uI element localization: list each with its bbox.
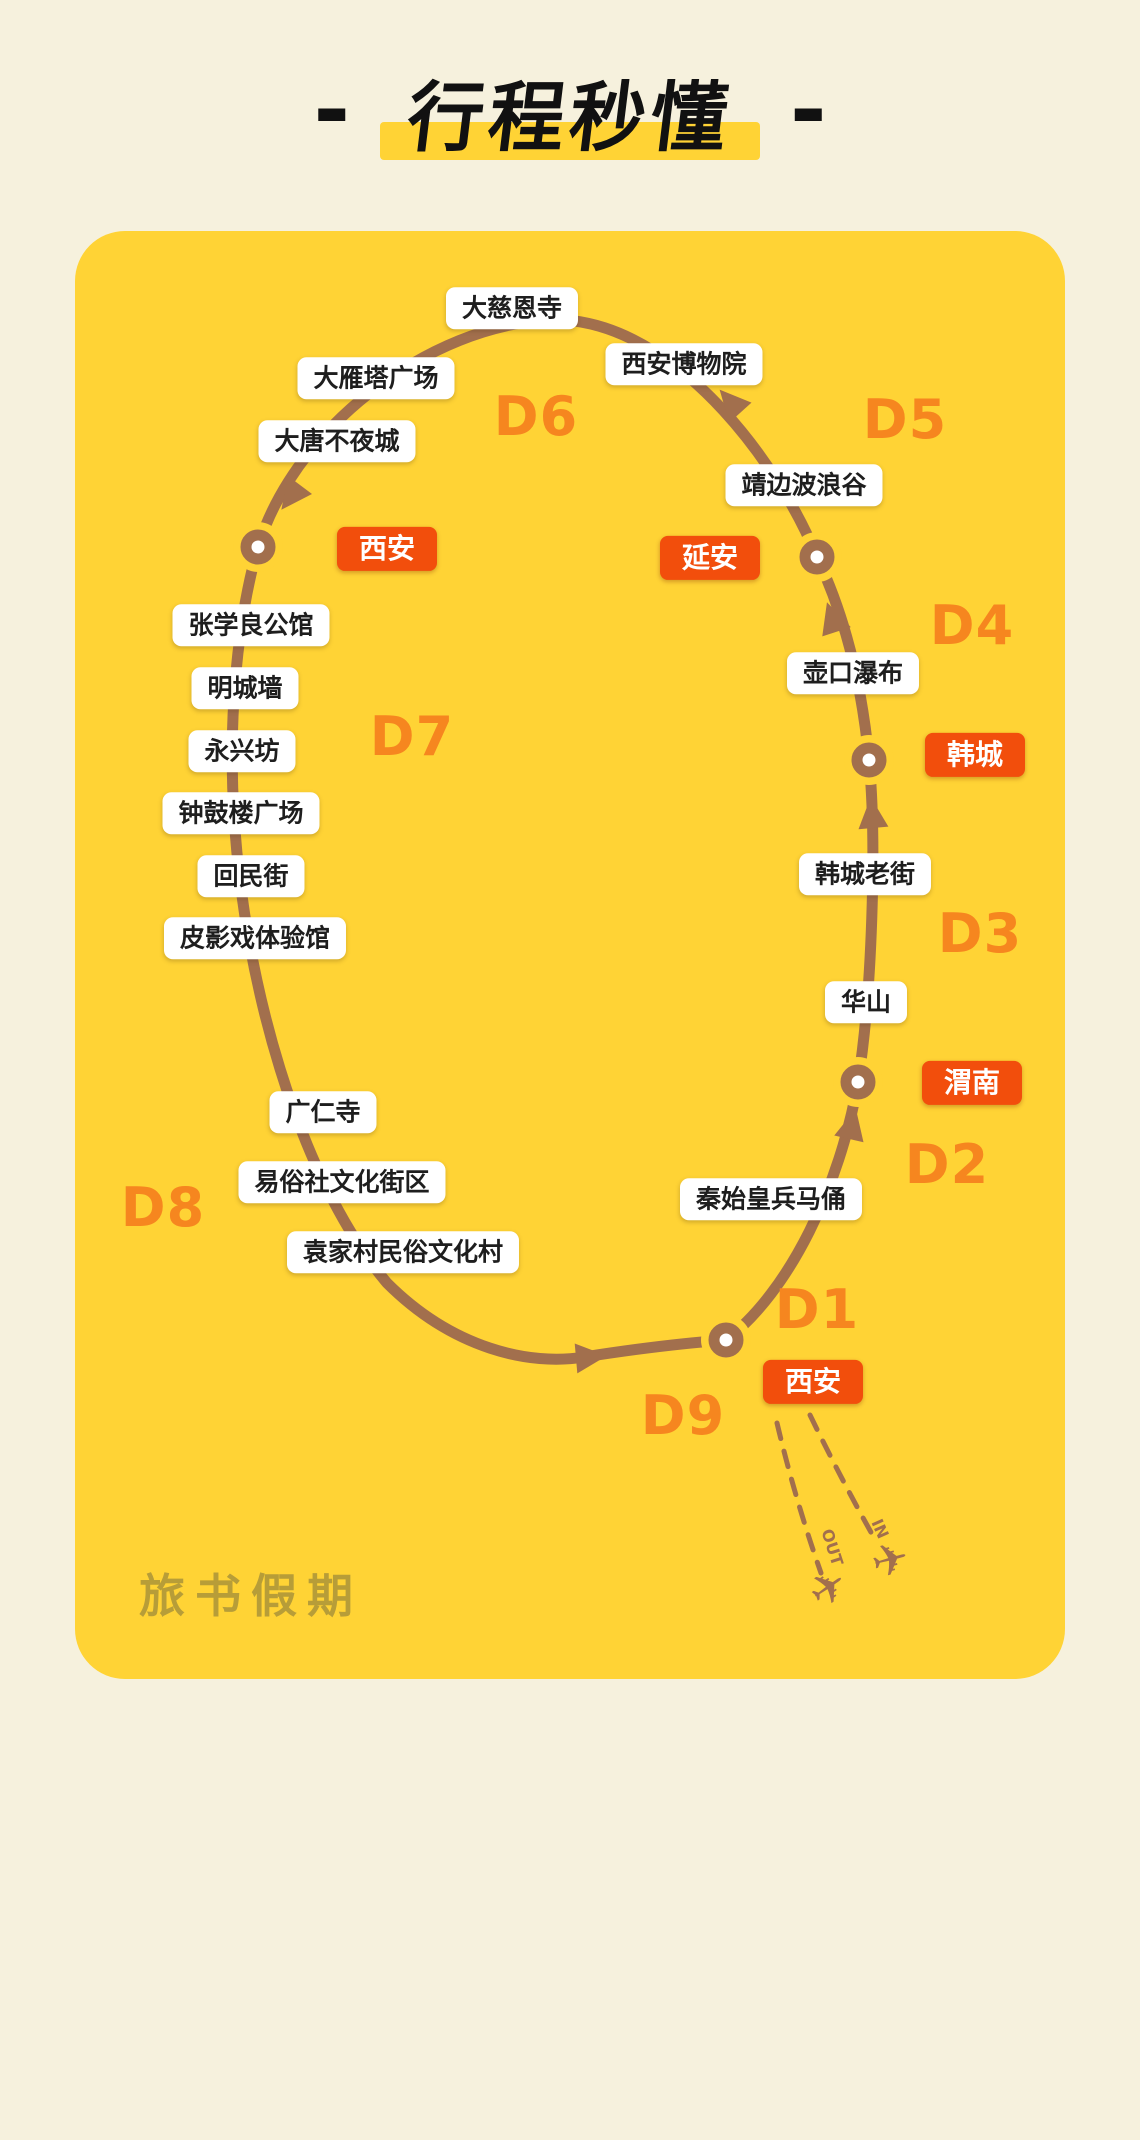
attraction-datang-night-city: 大唐不夜城 [258, 420, 416, 462]
day-label-d5: D5 [862, 388, 948, 451]
day-label-d6: D6 [493, 385, 579, 448]
title-dash-left: - [313, 58, 350, 161]
arrowhead-d6 [281, 475, 312, 510]
attraction-dayanta-square: 大雁塔广场 [297, 357, 455, 399]
arrowhead-d9 [574, 1343, 607, 1374]
itinerary-card: OUT IN ✈ ✈ D1 D2 D3 D4 D5 D6 D7 D8 D9 西安… [75, 231, 1065, 1679]
day-label-d2: D2 [904, 1133, 990, 1196]
attraction-xian-museum: 西安博物院 [605, 343, 763, 385]
city-badge-yanan: 延安 [659, 535, 761, 581]
arrowhead-d4 [822, 602, 851, 637]
route-node-yanan [792, 532, 842, 582]
route-node-xian-main [233, 522, 283, 572]
attraction-guangren-temple: 广仁寺 [269, 1091, 377, 1133]
page-title-wrap: 行程秒懂 [380, 72, 760, 163]
attraction-dacien-temple: 大慈恩寺 [445, 287, 579, 329]
city-badge-weinan: 渭南 [921, 1060, 1023, 1106]
attraction-huimin-street: 回民街 [197, 855, 305, 897]
attraction-jingbian-wave-valley: 靖边波浪谷 [725, 464, 883, 506]
title-highlight-bar [380, 121, 760, 160]
attraction-hukou-waterfall: 壶口瀑布 [786, 652, 920, 694]
city-badge-xian-start: 西安 [762, 1359, 864, 1405]
flight-dash-out [774, 1420, 824, 1576]
attraction-ming-city-wall: 明城墙 [191, 667, 299, 709]
brand-watermark: 旅书假期 [139, 1569, 363, 1623]
attraction-yisushe-cultural-block: 易俗社文化街区 [238, 1161, 446, 1203]
arrowhead-d3 [858, 797, 889, 830]
flight-dash-in [807, 1412, 880, 1546]
attraction-shadow-puppet-hall: 皮影戏体验馆 [163, 917, 347, 959]
route-node-xian-start [701, 1315, 751, 1365]
attraction-hancheng-old-street: 韩城老街 [798, 853, 932, 895]
day-label-d3: D3 [937, 902, 1023, 965]
route-map-svg: OUT IN ✈ ✈ [226, 314, 915, 1620]
title-row: - 行程秒懂 - [0, 58, 1140, 178]
plane-in-icon: ✈ [866, 1531, 915, 1590]
day-label-d1: D1 [774, 1278, 860, 1341]
city-badge-hancheng: 韩城 [924, 732, 1026, 778]
arrowhead-d2 [834, 1108, 864, 1143]
city-badge-xian-main: 西安 [336, 526, 438, 572]
attraction-yongxingfang: 永兴坊 [188, 730, 296, 772]
day-label-d9: D9 [640, 1384, 726, 1447]
attraction-yuanjiacun-folk-village: 袁家村民俗文化村 [286, 1231, 520, 1273]
title-dash-right: - [790, 58, 827, 161]
arrowhead-d5 [719, 389, 752, 423]
route-node-weinan [833, 1057, 883, 1107]
attraction-huashan: 华山 [824, 981, 908, 1023]
attraction-terracotta-warriors: 秦始皇兵马俑 [679, 1178, 863, 1220]
plane-out-icon: ✈ [799, 1557, 858, 1620]
day-label-d7: D7 [369, 705, 455, 768]
route-node-hancheng [844, 735, 894, 785]
day-label-d8: D8 [120, 1176, 206, 1239]
day-label-d4: D4 [929, 594, 1015, 657]
attraction-zhangxueliang-mansion: 张学良公馆 [172, 604, 330, 646]
attraction-bell-drum-tower-square: 钟鼓楼广场 [162, 792, 320, 834]
page-title: 行程秒懂 [402, 73, 738, 163]
